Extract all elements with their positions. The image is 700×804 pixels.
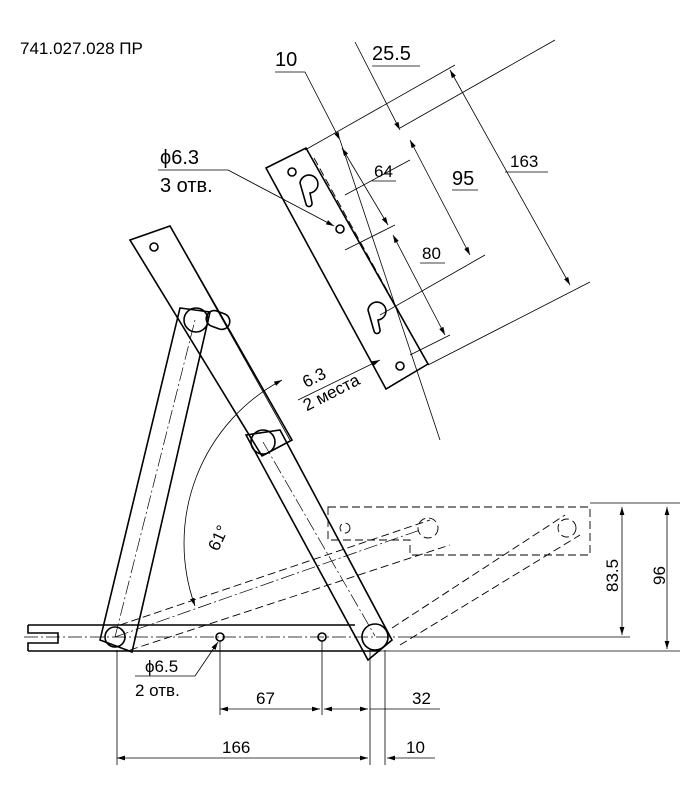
folded-position <box>114 506 591 651</box>
drawing-number: 741.027.028 ПР <box>20 39 143 58</box>
mechanism-dimensions: 61° 83.5 96 ϕ6.5 2 отв. 67 32 166 10 <box>116 379 680 765</box>
dim-83-5: 83.5 <box>603 559 622 592</box>
dim-95: 95 <box>452 168 474 190</box>
base-rail <box>27 624 380 652</box>
top-plate-dimensions: 10 25.5 64 95 80 163 ϕ6.3 3 отв. 6.3 2 м… <box>158 39 591 441</box>
dim-166: 166 <box>222 738 250 757</box>
base-hole-diameter: ϕ6.5 <box>145 657 178 676</box>
dim-10-top: 10 <box>275 49 297 71</box>
dim-10-bottom: 10 <box>406 738 425 757</box>
dim-32: 32 <box>412 689 431 708</box>
keyhole-slot <box>299 174 387 335</box>
dim-67: 67 <box>256 689 275 708</box>
dim-163: 163 <box>510 152 538 171</box>
dim-96: 96 <box>650 566 669 585</box>
hole-count-label: 3 отв. <box>160 175 213 197</box>
hole-diameter-label: ϕ6.3 <box>160 147 199 169</box>
plate-hole <box>287 167 405 371</box>
hinge-mechanism <box>24 225 591 662</box>
dim-25-5: 25.5 <box>372 43 411 65</box>
dim-80: 80 <box>422 244 441 263</box>
dim-64: 64 <box>374 162 393 181</box>
angle-61: 61° <box>204 522 232 553</box>
top-mounting-plate <box>264 146 430 391</box>
base-hole-count: 2 отв. <box>135 681 180 700</box>
upper-plate <box>128 225 294 458</box>
